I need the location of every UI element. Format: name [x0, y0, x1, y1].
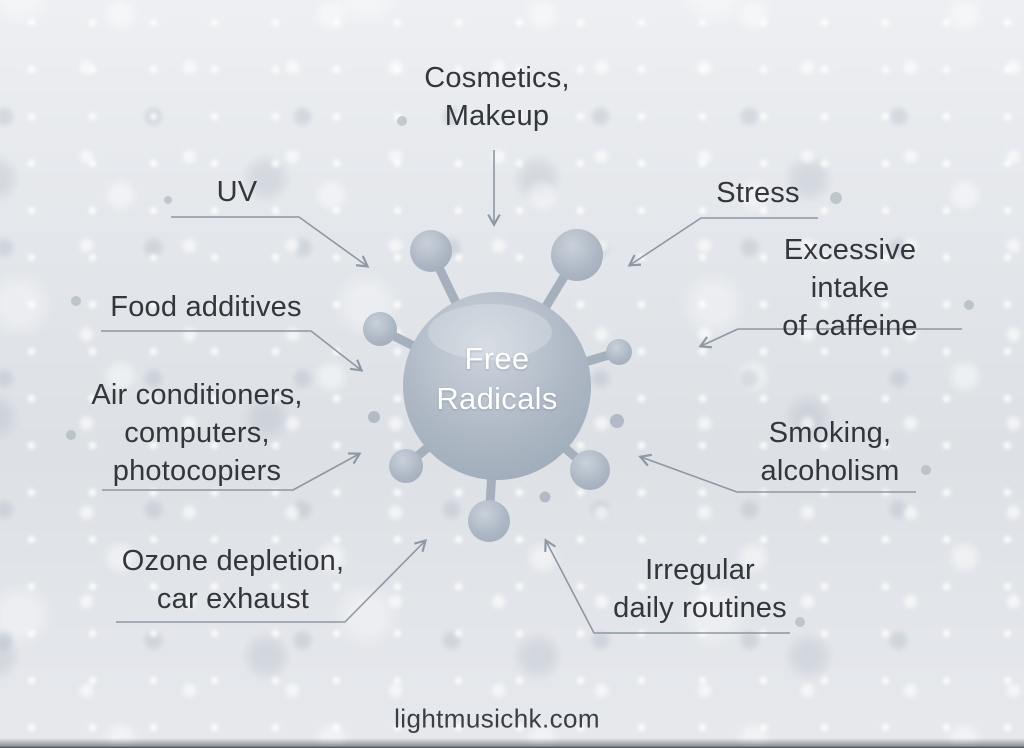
molecule-body — [403, 292, 591, 480]
cause-label-smoking: Smoking, alcoholism — [760, 417, 900, 487]
arrow-uv — [171, 216, 370, 268]
arrow-ozone — [116, 538, 428, 623]
sparkle-dots — [66, 116, 974, 627]
cause-label-caffeine: Excessive intake of caffeine — [782, 234, 918, 342]
photo-bottom-edge — [0, 738, 1024, 748]
arrow-food-additives — [101, 330, 364, 372]
cause-label-uv: UV — [216, 176, 258, 208]
cause-label-air-conditioners: Air conditioners, computers, photocopier… — [91, 379, 303, 487]
cause-label-cosmetics: Cosmetics, Makeup — [424, 62, 570, 132]
molecule-free-dots — [368, 411, 624, 503]
arrow-stress — [627, 217, 818, 267]
cause-label-stress: Stress — [716, 177, 800, 209]
watermark-text: lightmusichk.com — [394, 703, 600, 734]
cause-label-ozone: Ozone depletion, car exhaust — [121, 545, 345, 615]
center-title: Free Radicals — [436, 341, 558, 416]
free-radical-molecule — [363, 229, 632, 542]
arrow-caffeine — [698, 328, 962, 349]
cause-label-irregular: Irregular daily routines — [613, 554, 787, 624]
arrow-irregular — [544, 538, 790, 634]
arrow-smoking — [638, 453, 916, 493]
cause-label-food-additives: Food additives — [110, 291, 302, 323]
arrow-air-conditioners — [102, 452, 362, 491]
molecule-spikes — [363, 229, 632, 542]
